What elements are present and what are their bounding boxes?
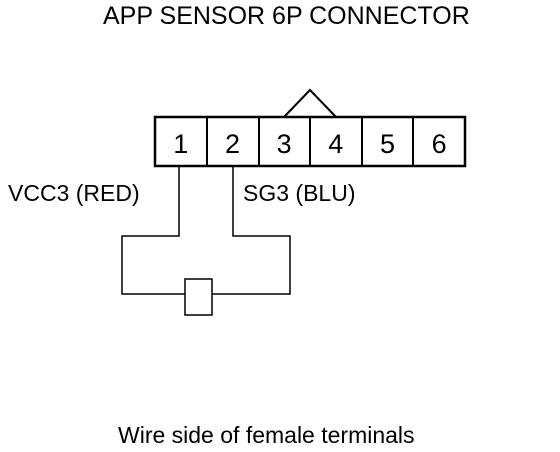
wire-pin1 <box>121 166 185 295</box>
pin-number-2: 2 <box>225 129 240 159</box>
connector-locking-tab-icon <box>283 88 337 118</box>
wire-label-sg3: SG3 (BLU) <box>243 180 356 206</box>
wire-label-vcc3: VCC3 (RED) <box>8 180 140 206</box>
pin-numbers: 1 2 3 4 5 6 <box>173 129 446 159</box>
connector-dividers <box>206 117 414 166</box>
pin-number-6: 6 <box>432 129 447 159</box>
pin-number-3: 3 <box>277 129 292 159</box>
diagram-caption: Wire side of female terminals <box>118 422 415 448</box>
sensor-wiring <box>121 166 291 295</box>
pin-number-4: 4 <box>328 129 343 159</box>
diagram-title: APP SENSOR 6P CONNECTOR <box>103 2 470 30</box>
sensor-box-icon <box>184 278 213 316</box>
pin-number-5: 5 <box>380 129 395 159</box>
pin-number-1: 1 <box>173 129 188 159</box>
wire-pin2 <box>212 166 291 295</box>
